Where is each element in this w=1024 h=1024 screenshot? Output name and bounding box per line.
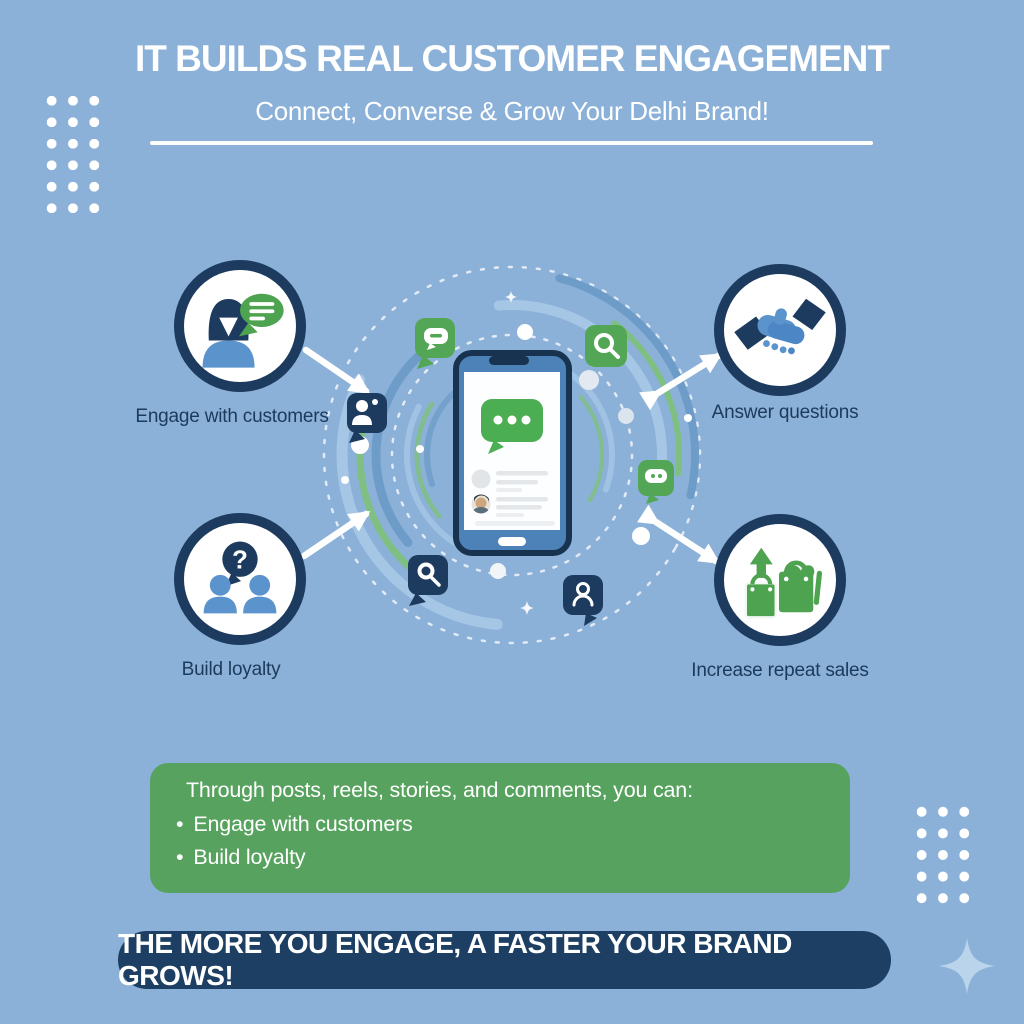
feature-circle-sales: [714, 514, 846, 646]
feature-circle-answer: [714, 264, 846, 396]
benefits-box: Through posts, reels, stories, and comme…: [150, 763, 850, 893]
user-avatar: [471, 494, 491, 514]
feature-circle-loyalty: ?: [174, 513, 306, 645]
handshake-icon: [734, 298, 826, 356]
arrow-center-sales: [637, 504, 721, 565]
chat-bubble-on-screen: [481, 399, 543, 454]
small-sparkle-icons: [505, 291, 534, 615]
smartphone-illustration: [453, 350, 572, 556]
feature-circle-engage: [174, 260, 306, 392]
comment-row: [471, 494, 548, 517]
people-question-icon: ?: [203, 541, 277, 614]
chat-bubble-icon: [415, 318, 455, 369]
benefits-item: • Build loyalty: [176, 845, 824, 870]
feature-label-engage: Engage with customers: [135, 406, 329, 427]
person-add-icon: [347, 393, 387, 443]
bullet-glyph: •: [176, 812, 184, 836]
feature-label-sales: Increase repeat sales: [691, 660, 869, 681]
chat-dots-icon: [638, 460, 674, 504]
flow-arrows: [300, 346, 723, 565]
benefits-item-text: Build loyalty: [193, 845, 306, 869]
page-subtitle: Connect, Converse & Grow Your Delhi Bran…: [255, 96, 769, 126]
benefits-item: • Engage with customers: [176, 812, 824, 837]
bullet-glyph: •: [176, 845, 184, 869]
arrow-engage-to-center: [302, 346, 371, 395]
footer-banner-text: THE MORE YOU ENGAGE, A FASTER YOUR BRAND…: [118, 928, 792, 991]
svg-text:?: ?: [232, 545, 248, 575]
page-title: IT BUILDS REAL CUSTOMER ENGAGEMENT: [134, 38, 890, 79]
search-icon: [408, 555, 448, 606]
decorative-dots-grid-bottom-right: [911, 801, 975, 909]
footer-banner: THE MORE YOU ENGAGE, A FASTER YOUR BRAND…: [118, 928, 891, 991]
sparkle-icon: [939, 938, 995, 994]
benefits-intro: Through posts, reels, stories, and comme…: [186, 778, 693, 802]
benefits-item-text: Engage with customers: [193, 812, 413, 836]
feature-label-loyalty: Build loyalty: [181, 659, 281, 680]
arrow-loyalty-to-center: [300, 510, 371, 560]
feature-label-answer: Answer questions: [711, 402, 859, 423]
search-icon: [585, 325, 627, 367]
home-button: [498, 537, 526, 546]
shopping-bags-growth-icon: [744, 547, 823, 619]
header-divider: [150, 141, 873, 145]
post-row: [471, 469, 548, 492]
person-icon: [563, 575, 603, 626]
person-speech-bubble-icon: [202, 293, 284, 368]
decorative-dots-grid-top-left: [41, 90, 105, 219]
arrow-center-answer: [639, 352, 723, 411]
